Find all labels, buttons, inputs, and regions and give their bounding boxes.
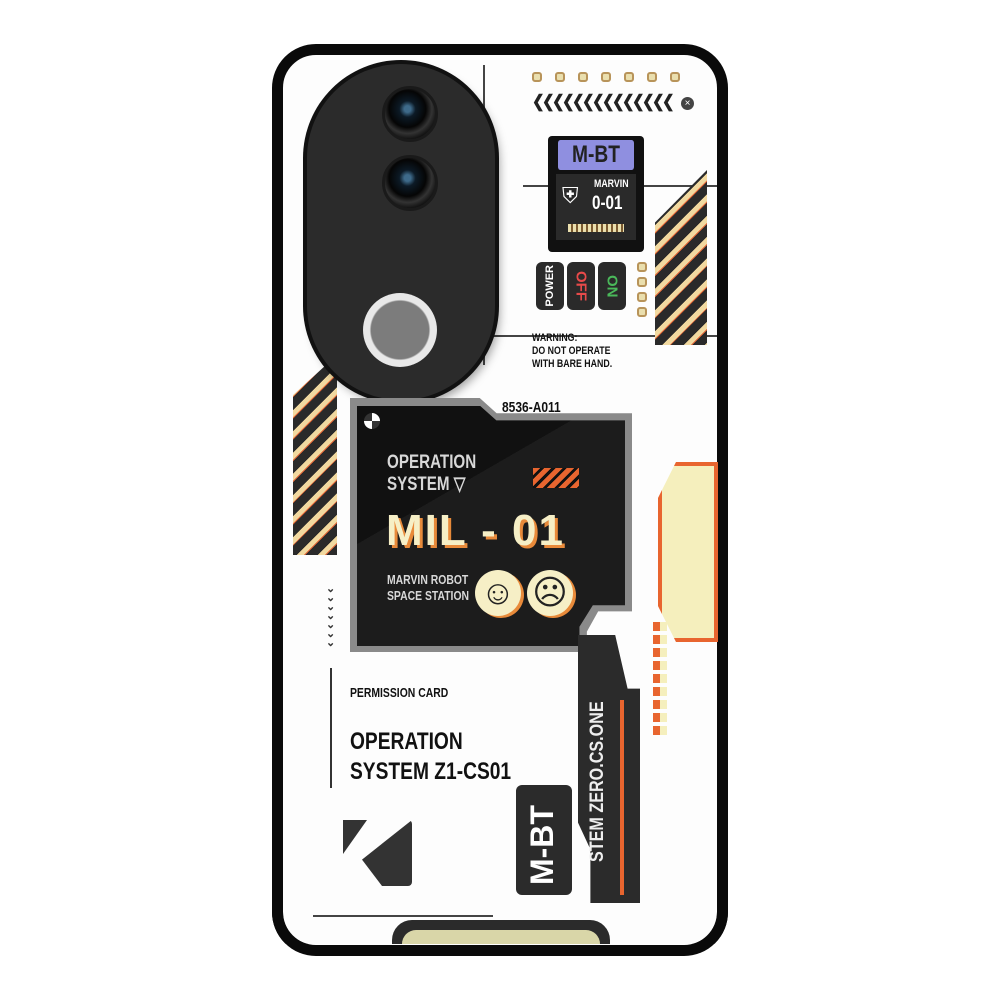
close-screw-icon: ×	[681, 97, 694, 110]
chevron-down-column-icon: ⌄⌄⌄⌄⌄⌄⌄	[326, 583, 336, 649]
lightning-shield-icon: ⛨	[562, 183, 579, 208]
serial-label: 8536-A011	[502, 399, 561, 416]
orange-accent-line	[620, 700, 624, 895]
off-switch: OFF	[567, 262, 595, 310]
orange-octagon	[658, 462, 718, 642]
mbt-label: M-BT	[558, 140, 634, 170]
case-bottom-edge	[272, 900, 728, 956]
permission-card-label: PERMISSION CARD	[350, 685, 449, 700]
on-label: ON	[603, 274, 621, 298]
fingerprint-sensor[interactable]	[363, 293, 437, 367]
power-switch: POWER	[536, 262, 564, 310]
camera-lens	[382, 155, 438, 211]
target-icon	[364, 413, 380, 429]
led-bar	[568, 224, 624, 232]
system-vertical-label: STEM ZERO.CS.ONE	[587, 701, 608, 862]
indicator-lights	[532, 72, 680, 82]
indicator-column-small	[637, 262, 647, 317]
chevron-row-icon: ❮❮❮❮❮❮❮❮❮❮❮❮❮❮	[532, 92, 675, 111]
camera-lens	[382, 86, 438, 142]
sad-face-icon: ☹	[527, 570, 573, 616]
on-switch: ON	[598, 262, 626, 310]
marvin-label: MARVIN	[594, 178, 629, 190]
circuit-line	[313, 915, 493, 917]
hazard-stripes	[293, 355, 337, 555]
mbt-module: M-BT ⛨ MARVIN 0-01	[548, 136, 644, 252]
chevron-row-box: ❮❮❮❮❮❮❮❮❮❮❮❮❮❮	[532, 92, 675, 112]
marvin-code: 0-01	[592, 193, 623, 214]
mbt-vertical-tag: M-BT	[516, 785, 572, 895]
off-label: OFF	[572, 271, 590, 301]
smiley-face-icon: ☺	[475, 570, 521, 616]
orange-hazard-stripes	[533, 468, 579, 488]
power-label: POWER	[543, 265, 556, 307]
mbt-vertical-label: M-BT	[524, 805, 560, 885]
triangle-logo-icon: ▽	[453, 474, 466, 495]
circuit-line	[330, 668, 332, 788]
indicator-column	[653, 622, 667, 735]
model-label: MIL - 01	[386, 506, 566, 555]
circuit-line	[473, 335, 717, 337]
